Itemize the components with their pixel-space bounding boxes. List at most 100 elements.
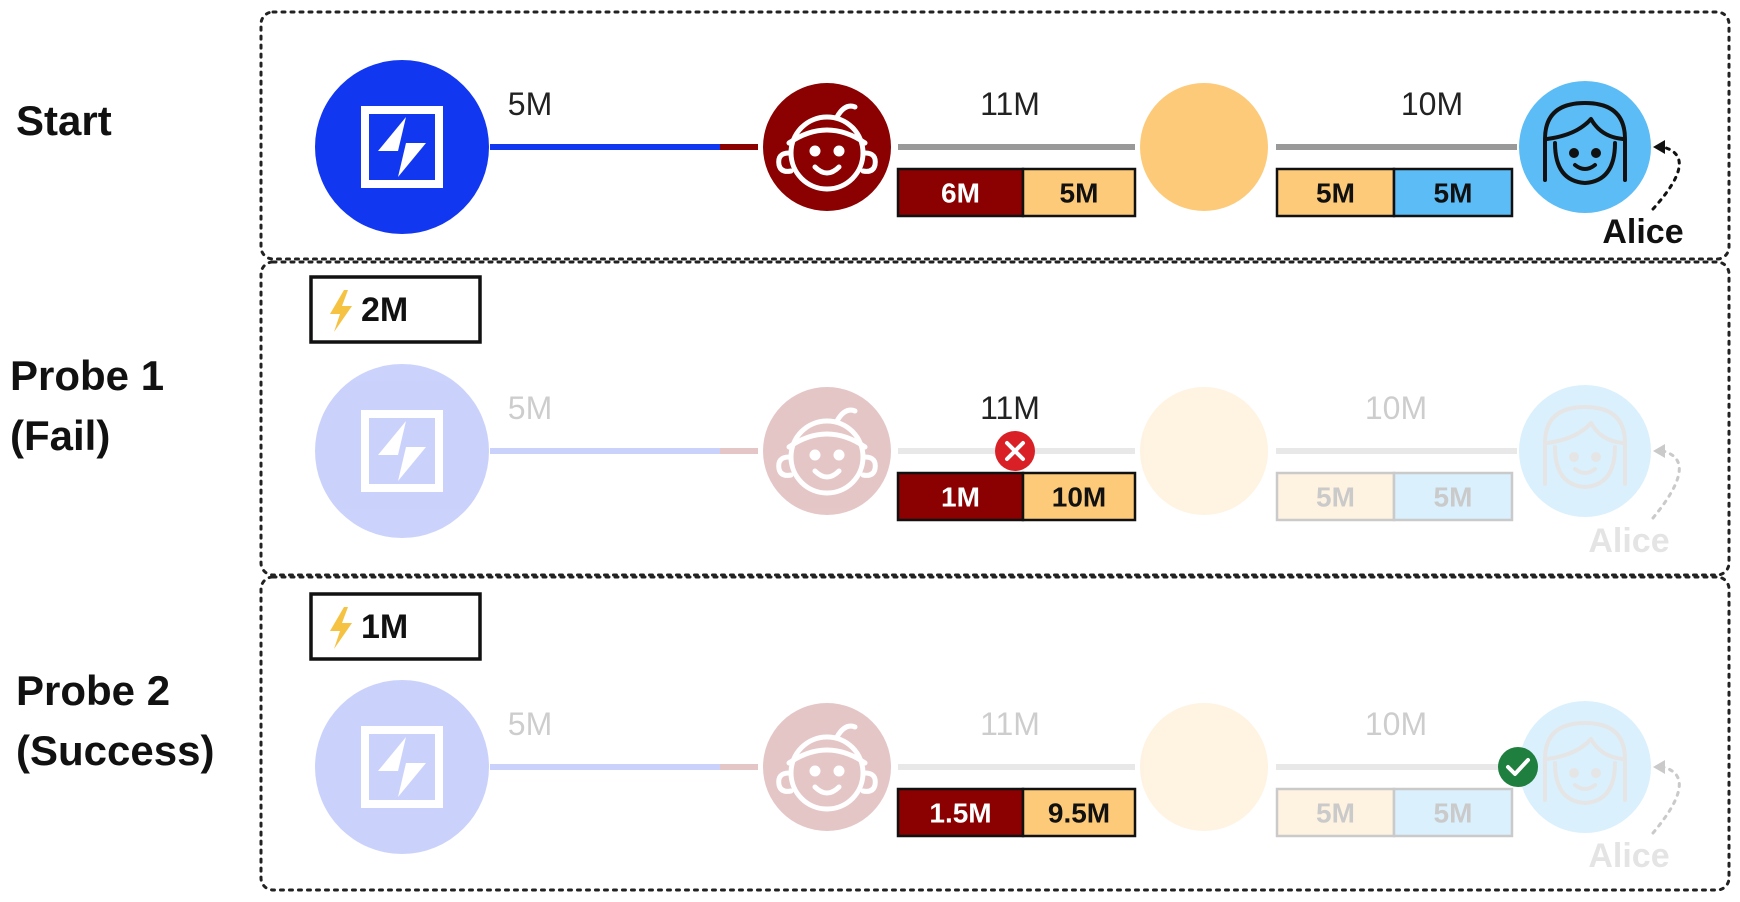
balance-segment-remote: 5M — [1392, 471, 1514, 522]
balance-segment-remote-label: 9.5M — [1048, 798, 1110, 829]
face-outline — [788, 734, 866, 812]
row-box-0 — [259, 10, 1731, 261]
channel-capacity: 5M — [508, 706, 552, 742]
icon-frame — [361, 410, 443, 492]
balance-segment-local-label: 1M — [941, 482, 980, 513]
eye-right — [1591, 768, 1601, 778]
icon-bolt-top — [378, 737, 406, 771]
channel-capacity: 10M — [1365, 390, 1427, 426]
payment-amount-box: 1M — [309, 592, 482, 661]
bolt-icon — [330, 607, 352, 649]
lightning-node-icon — [361, 106, 443, 188]
carol-node — [1140, 703, 1268, 831]
hair-outline — [1543, 101, 1627, 182]
eye-left — [809, 449, 821, 461]
hair-tuft — [834, 723, 858, 740]
row-label-line: Probe 2 — [16, 667, 170, 714]
ear-right — [860, 150, 878, 174]
balance-segment-remote-label: 5M — [1434, 482, 1473, 513]
balance-segment-remote: 9.5M — [1021, 787, 1137, 838]
balance-segment-remote-label: 5M — [1060, 178, 1099, 209]
recipient-arrow — [1651, 145, 1681, 211]
row-box-2 — [259, 575, 1731, 892]
balance-segment-local-label: 5M — [1316, 178, 1355, 209]
hair-tuft — [834, 103, 858, 120]
boy-face-icon — [776, 723, 878, 812]
girl-face-icon — [1543, 405, 1627, 489]
bangs — [1545, 421, 1625, 445]
eye-right — [1591, 452, 1601, 462]
success-icon — [1498, 747, 1538, 787]
hair-line — [786, 431, 868, 450]
balance-segment-local: 1.5M — [896, 787, 1025, 838]
balance-segment-remote-label: 5M — [1434, 178, 1473, 209]
icon-bolt-bottom — [398, 763, 426, 797]
boy-face-icon — [776, 407, 878, 496]
payment-amount: 2M — [361, 291, 408, 329]
balance-segment-remote-box — [1392, 167, 1514, 218]
smile — [1573, 783, 1597, 791]
arrow-head — [1653, 140, 1665, 154]
hub-node — [315, 680, 489, 854]
hair-outline — [1543, 721, 1627, 802]
eye-right — [833, 145, 845, 157]
balance-segment-remote-box — [1392, 471, 1514, 522]
recipient-label: Alice — [1602, 213, 1683, 251]
icon-bolt-bottom — [398, 447, 426, 481]
channel-capacity: 5M — [508, 390, 552, 426]
balance-segment-remote-label: 5M — [1434, 798, 1473, 829]
balance-segment-local: 5M — [1275, 787, 1396, 838]
channel-capacity: 10M — [1365, 706, 1427, 742]
balance-segment-local-label: 6M — [941, 178, 980, 209]
channel-capacity: 5M — [508, 86, 552, 122]
fail-icon — [995, 431, 1035, 471]
balance-segment-local: 5M — [1275, 471, 1396, 522]
hair-line — [786, 127, 868, 146]
hub-node — [315, 60, 489, 234]
bangs — [1545, 737, 1625, 761]
balance-segment-remote: 5M — [1392, 167, 1514, 218]
face-outline — [1553, 141, 1617, 185]
ear-left — [776, 150, 794, 174]
bolt-icon — [330, 290, 352, 332]
payment-amount-box: 2M — [309, 275, 482, 344]
bob-node — [763, 83, 891, 211]
balance-segment-local-box — [1275, 471, 1396, 522]
lightning-node-icon — [361, 726, 443, 808]
row-label-line: Start — [16, 97, 112, 144]
arrow-head — [1653, 444, 1665, 458]
bangs — [1545, 117, 1625, 141]
eye-left — [1569, 452, 1579, 462]
smile — [812, 784, 842, 796]
success-circle — [1498, 747, 1538, 787]
ear-left — [776, 454, 794, 478]
ear-right — [860, 454, 878, 478]
channel-capacity: 11M — [980, 706, 1040, 742]
route-0: 5M 11M 10M Alice 5M 5M — [315, 60, 1684, 251]
balance-segment-remote: 5M — [1392, 787, 1514, 838]
lightning-node-icon — [361, 410, 443, 492]
row-box-1 — [259, 260, 1731, 577]
face-outline — [1553, 761, 1617, 805]
channel-capacity: 11M — [980, 86, 1040, 122]
balance-segment-remote: 10M — [1021, 471, 1137, 522]
success-check — [1506, 758, 1530, 776]
balance-segment-remote-box — [1392, 787, 1514, 838]
bob-node — [763, 703, 891, 831]
channel-capacity: 10M — [1401, 86, 1463, 122]
balance-segment-local: 6M — [896, 167, 1025, 218]
balance-segment-remote-box — [1021, 787, 1137, 838]
balance-segment-local-label: 5M — [1316, 798, 1355, 829]
bob-node — [763, 387, 891, 515]
carol-node — [1140, 83, 1268, 211]
recipient-arrow — [1651, 449, 1681, 520]
alice-node — [1519, 81, 1651, 213]
hub-node — [315, 364, 489, 538]
row-label-line: Probe 1 — [10, 352, 164, 399]
icon-frame — [361, 726, 443, 808]
eye-left — [1569, 148, 1579, 158]
balance-segment-remote-box — [1021, 167, 1137, 218]
eye-right — [833, 449, 845, 461]
eye-left — [809, 765, 821, 777]
